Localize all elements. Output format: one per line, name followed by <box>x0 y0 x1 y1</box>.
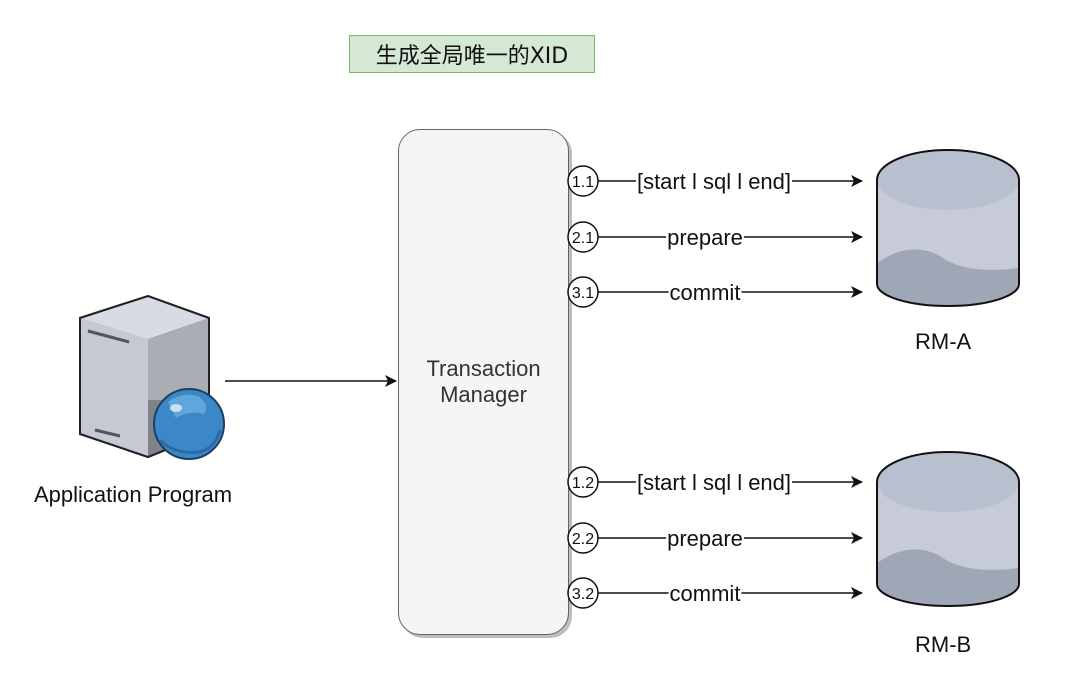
message-label: [start l sql l end] <box>637 169 791 194</box>
message-label-background <box>666 225 744 250</box>
message-label: commit <box>670 280 741 305</box>
step-number: 2.2 <box>572 531 594 548</box>
message-label: [start l sql l end] <box>637 470 791 495</box>
message-label: commit <box>670 581 741 606</box>
step-number: 3.2 <box>572 586 594 603</box>
transaction-manager-label: Transaction Manager <box>426 356 541 407</box>
message-label-background <box>635 169 793 194</box>
server-globe-icon <box>79 294 225 460</box>
message-label-background <box>666 526 744 551</box>
step-number: 1.1 <box>572 174 594 191</box>
message-row: 3.1 commit <box>567 276 863 308</box>
step-number: 1.2 <box>572 475 594 492</box>
message-label: prepare <box>667 526 743 551</box>
application-program-label: Application Program <box>34 482 233 507</box>
message-label-background <box>668 280 742 305</box>
message-label: prepare <box>667 225 743 250</box>
message-row: 1.1 [start l sql l end] <box>567 165 863 197</box>
rm-a-label: RM-A <box>915 329 972 354</box>
xid-note-text: 生成全局唯一的XID <box>375 44 569 69</box>
rm-a-database-icon <box>876 149 1020 307</box>
message-layer: 1.1 [start l sql l end] 2.1 prepare 3.1 commi… <box>567 165 863 609</box>
message-label-background <box>668 581 742 606</box>
step-number: 2.1 <box>572 230 594 247</box>
message-row: 1.2 [start l sql l end] <box>567 466 863 498</box>
rm-b-database-icon <box>876 451 1020 607</box>
transaction-manager-box: Transaction Manager <box>398 129 569 635</box>
message-row: 2.2 prepare <box>567 522 863 554</box>
step-number: 3.1 <box>572 285 594 302</box>
message-row: 2.1 prepare <box>567 221 863 253</box>
message-label-background <box>635 470 793 495</box>
message-row: 3.2 commit <box>567 577 863 609</box>
rm-b-label: RM-B <box>915 632 972 657</box>
xid-note: 生成全局唯一的XID <box>349 35 595 73</box>
